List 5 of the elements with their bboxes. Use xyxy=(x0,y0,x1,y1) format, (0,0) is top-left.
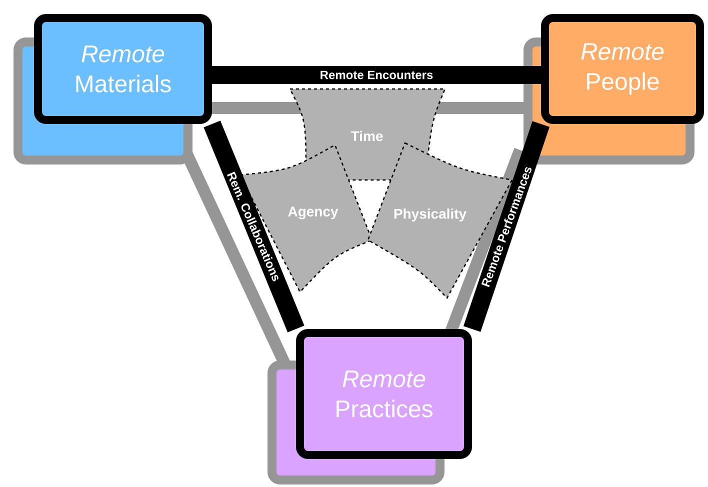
concept-box: Remote People xyxy=(541,14,704,124)
concept-box: Remote Materials xyxy=(34,14,212,124)
connector-band xyxy=(212,66,541,84)
concept-box: Remote Practices xyxy=(296,329,472,459)
connector-band xyxy=(463,121,550,332)
